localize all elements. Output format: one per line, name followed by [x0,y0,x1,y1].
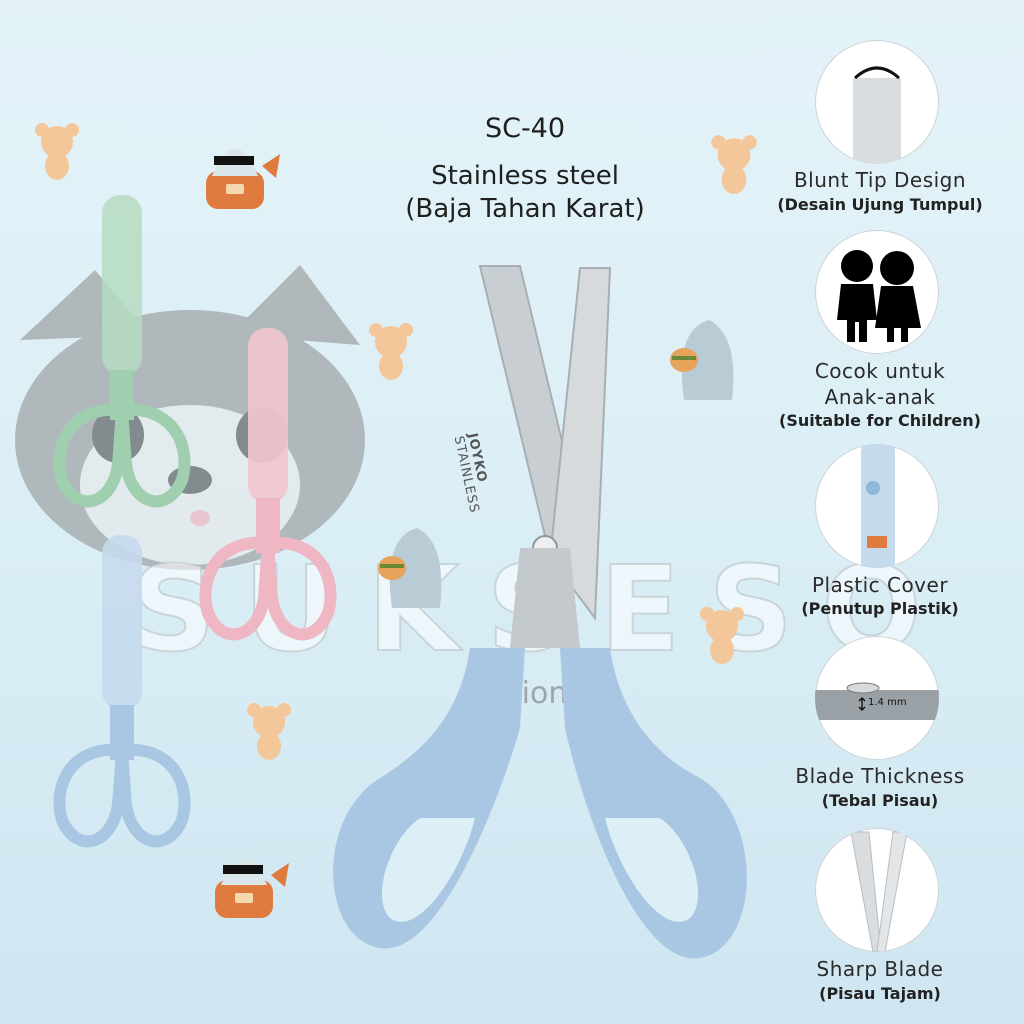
feature-subtitle-blade-thickness: (Tebal Pisau) [821,791,939,810]
main-scissors [333,265,747,959]
feature-title-plastic-cover: Plastic Cover [811,573,949,597]
shark-character-icon [206,148,280,209]
feature-title-children-line-1: Cocok untuk [814,359,946,383]
feature-subtitle-blunt-tip: (Desain Ujung Tumpul) [777,195,983,214]
sharp-blade-icon [815,828,939,952]
green-scissors [53,195,191,508]
feature-subtitle-children: (Suitable for Children) [779,411,981,430]
plastic-cover-icon [815,444,939,568]
bear-sticker-icon [247,703,291,760]
shark-burger-icon [378,528,442,608]
shark-burger-icon [670,320,734,400]
material-heading: Stainless steel (Baja Tahan Karat) [360,160,690,226]
blue-scissors [53,535,191,848]
feature-title-blade-thickness: Blade Thickness [795,764,965,788]
feature-title-children: Cocok untuk Anak-anak [760,358,1000,410]
feature-title-sharp-blade: Sharp Blade [816,957,944,981]
bear-sticker-icon [35,123,79,180]
blunt-tip-icon [815,40,939,164]
material-line-2: (Baja Tahan Karat) [405,194,645,224]
children-silhouette-icon [815,230,939,354]
feature-subtitle-sharp-blade: (Pisau Tajam) [819,984,941,1003]
blade-thickness-measure: 1.4 mm [868,697,907,708]
bear-sticker-icon [711,135,757,194]
bear-sticker-icon [369,323,413,380]
shark-character-icon [215,857,289,918]
bear-sticker-icon [700,607,744,664]
pink-scissors [199,328,337,641]
feature-subtitle-plastic-cover: (Penutup Plastik) [801,599,959,618]
feature-title-children-line-2: Anak-anak [824,385,936,409]
blade-thickness-icon [815,636,939,760]
model-name: SC-40 [484,113,566,144]
material-line-1: Stainless steel [431,161,619,191]
feature-title-blunt-tip: Blunt Tip Design [793,168,967,192]
